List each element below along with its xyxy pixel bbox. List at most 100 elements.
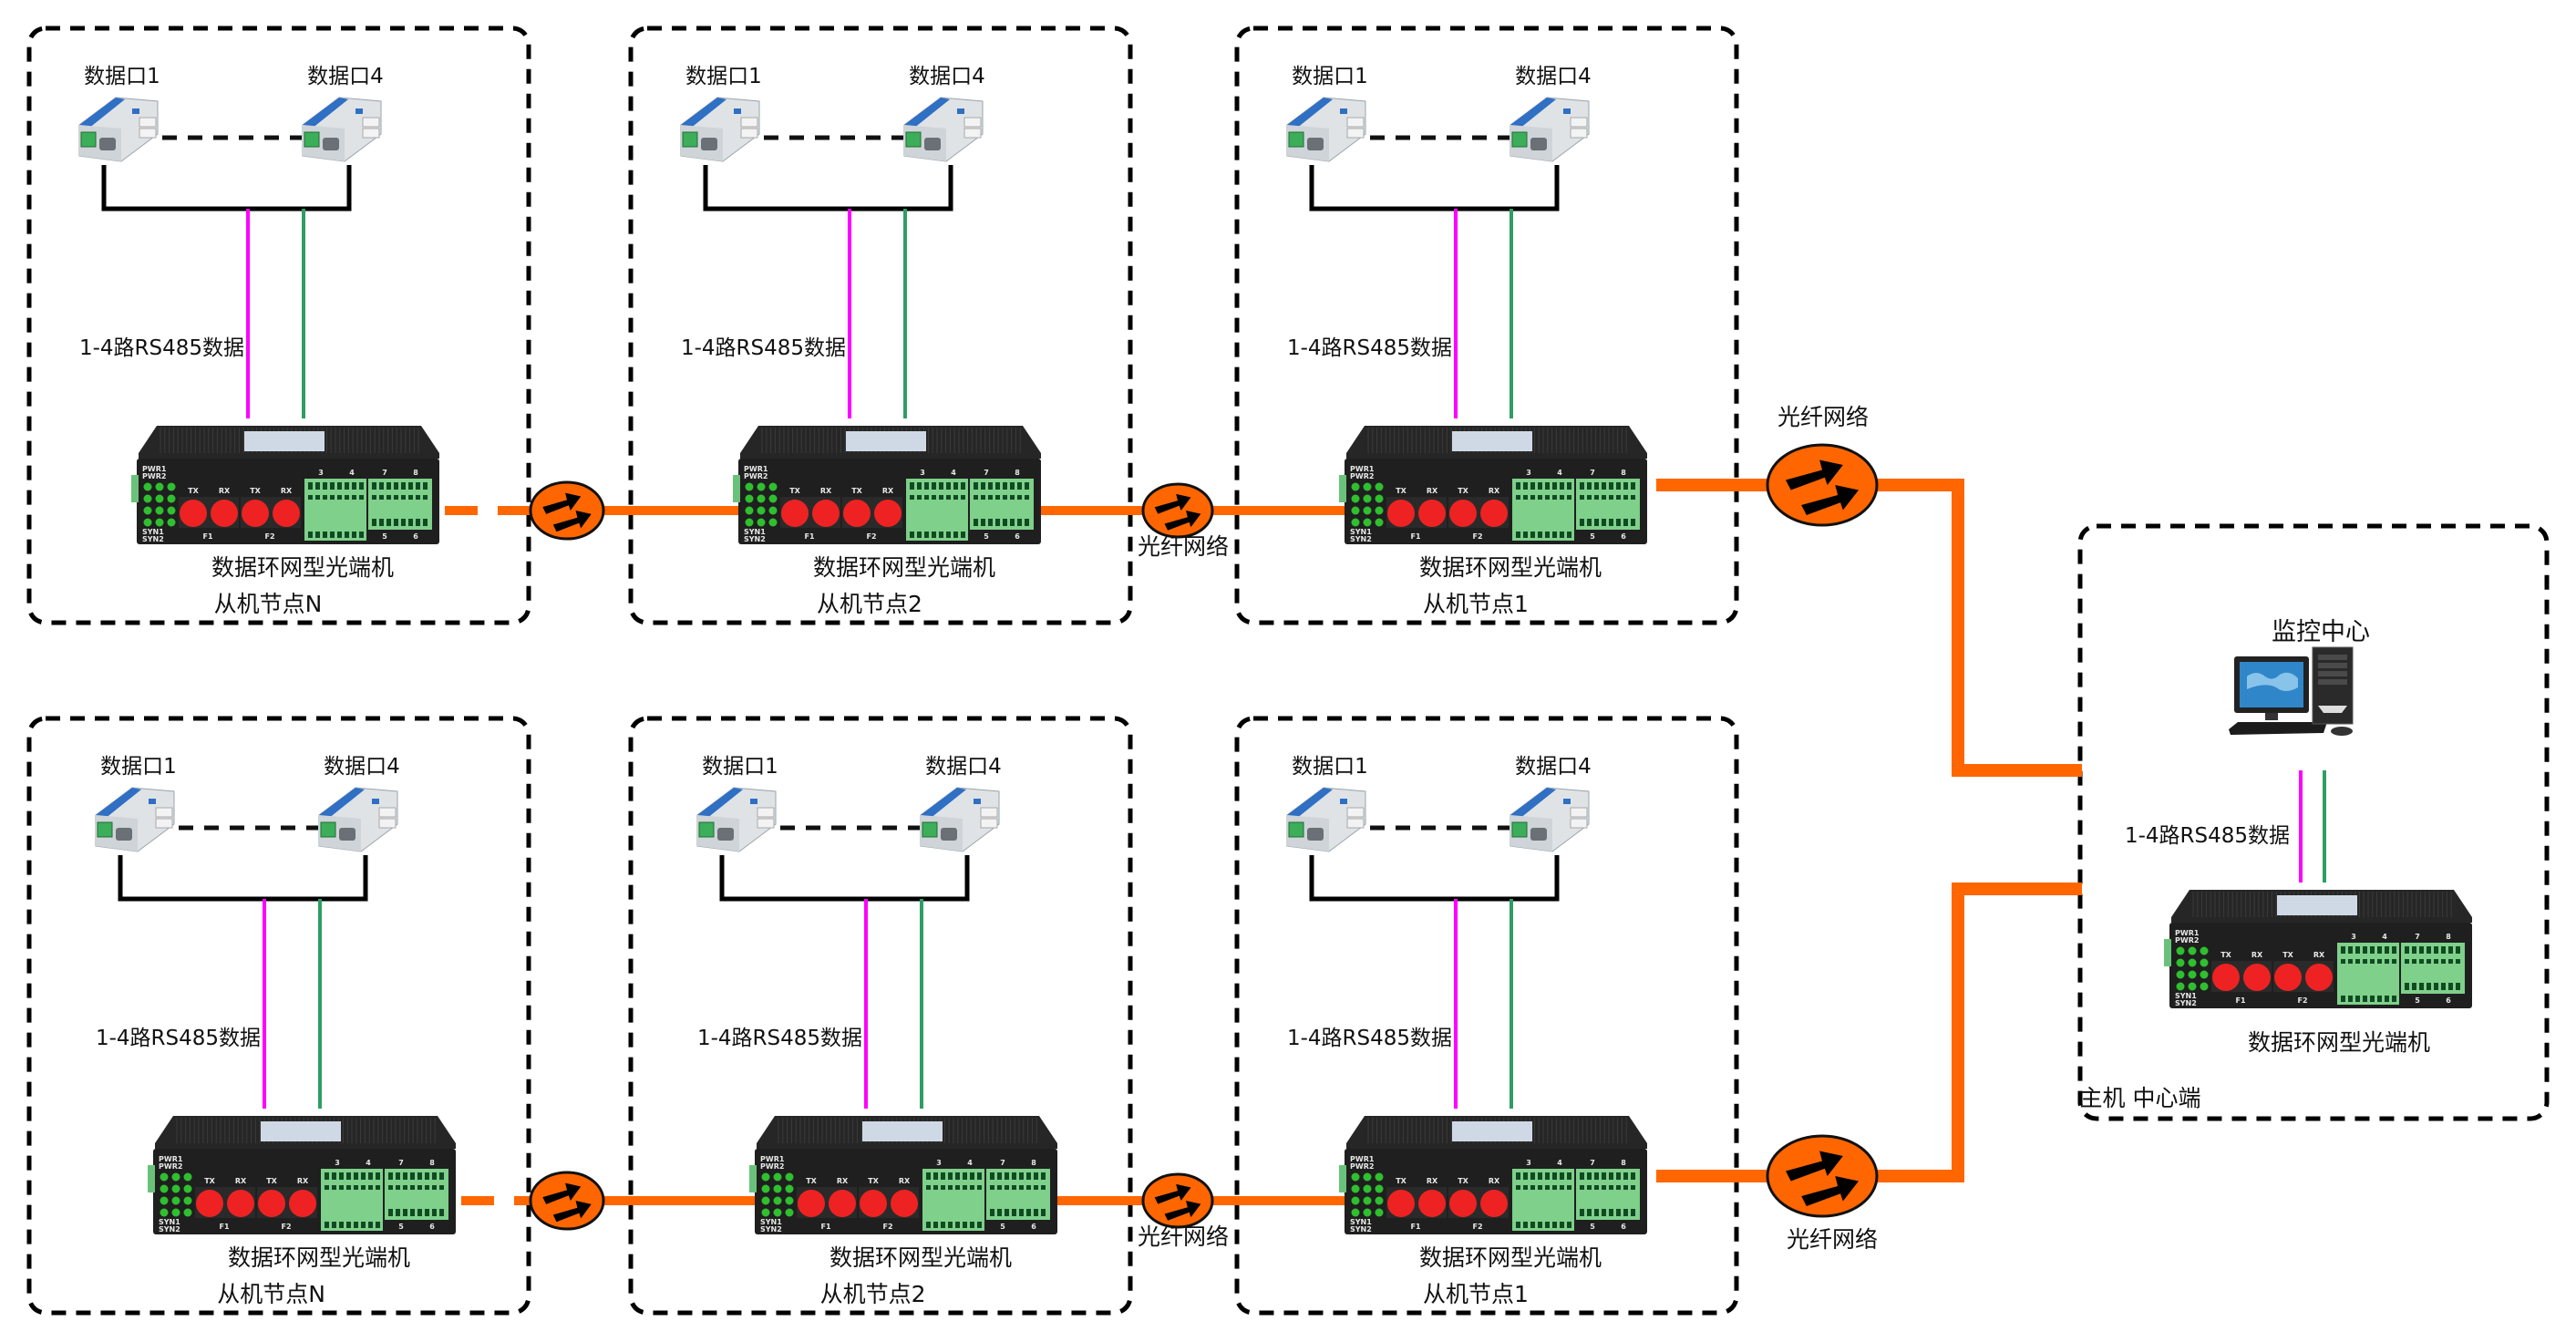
fiber-port[interactable] — [180, 500, 207, 527]
status-led — [1351, 1208, 1360, 1217]
status-led — [768, 494, 778, 503]
fiber-port[interactable] — [196, 1190, 223, 1217]
status-led — [2176, 982, 2185, 991]
fiber-port[interactable] — [1449, 1190, 1477, 1217]
status-led — [160, 1196, 169, 1205]
rs485-converter-4 — [1510, 787, 1590, 852]
syn1-label: SYN1 — [142, 528, 164, 536]
fiber-port-label: RX — [235, 1177, 247, 1185]
fiber-port[interactable] — [781, 500, 809, 527]
status-led — [2200, 982, 2209, 991]
fiber-port[interactable] — [2243, 964, 2271, 991]
device-label: 数据环网型光端机 — [2248, 1029, 2430, 1056]
fiber-port-label: RX — [281, 487, 293, 495]
fiber-port[interactable] — [1418, 500, 1446, 527]
fiber-port[interactable] — [2212, 964, 2240, 991]
status-led — [2176, 958, 2185, 967]
fiber-port[interactable] — [2274, 964, 2302, 991]
slave-node-box — [628, 716, 1133, 1316]
node-label: 从机节点1 — [1423, 1281, 1529, 1307]
syn2-label: SYN2 — [2175, 999, 2197, 1007]
fiber-port-label: TX — [789, 487, 800, 495]
fiber-port[interactable] — [211, 500, 238, 527]
terminal-block-left — [2337, 943, 2399, 1005]
fiber-port[interactable] — [874, 500, 902, 527]
status-led — [171, 1172, 180, 1182]
rs485-label: 1-4路RS485数据 — [681, 336, 846, 360]
fiber-port[interactable] — [242, 500, 269, 527]
terminal-group-label: 3 — [335, 1159, 340, 1167]
status-led — [785, 1196, 794, 1205]
status-led — [183, 1184, 192, 1193]
fiber-port-label: RX — [882, 487, 894, 495]
terminal-group-label: 6 — [1031, 1223, 1036, 1231]
terminal-group-label: 3 — [920, 469, 925, 477]
status-led — [1363, 506, 1372, 515]
fiber-port[interactable] — [273, 500, 300, 527]
arrow-icon — [542, 1182, 582, 1204]
status-led — [171, 1208, 180, 1217]
fiber-port-label: TX — [266, 1177, 277, 1185]
terminal-group-label: 6 — [413, 532, 418, 541]
status-led — [757, 482, 766, 491]
fiber-port[interactable] — [1387, 1190, 1415, 1217]
status-led — [745, 518, 754, 527]
fiber-network-cloud — [1766, 1134, 1879, 1218]
rs485-label: 1-4路RS485数据 — [79, 336, 244, 360]
fiber-port-label: TX — [851, 487, 862, 495]
keyboard — [2229, 722, 2327, 735]
fiber-network-label: 光纤网络 — [1777, 404, 1869, 430]
status-led — [1375, 506, 1384, 515]
fiber-port[interactable] — [860, 1190, 887, 1217]
fiber-port[interactable] — [2305, 964, 2333, 991]
fiber-port[interactable] — [227, 1190, 254, 1217]
fiber-network-cloud — [1141, 1172, 1214, 1229]
slave-node-box — [26, 716, 531, 1316]
fiber-port[interactable] — [812, 500, 840, 527]
fiber-port-label: TX — [1458, 487, 1468, 495]
arrow-icon — [1786, 459, 1843, 490]
rs485-label: 1-4路RS485数据 — [2125, 824, 2290, 848]
fiber-port[interactable] — [891, 1190, 918, 1217]
terminal-group-label: 5 — [1590, 1223, 1595, 1231]
terminal-group-label: 3 — [2351, 933, 2356, 941]
status-led — [167, 482, 176, 491]
fiber-port[interactable] — [1449, 500, 1477, 527]
rs485-converter-1 — [680, 97, 760, 162]
computer-icon — [2229, 646, 2354, 736]
terminal-group-label: 4 — [366, 1159, 371, 1167]
fiber-port[interactable] — [843, 500, 871, 527]
status-led — [785, 1184, 794, 1193]
fiber-port[interactable] — [1418, 1190, 1446, 1217]
fiber-port[interactable] — [1387, 500, 1415, 527]
fiber-port[interactable] — [829, 1190, 856, 1217]
terminal-group-label: 5 — [1000, 1223, 1005, 1231]
arrow-icon — [1164, 511, 1201, 531]
pwr1-label: PWR1 — [142, 465, 167, 473]
terminal-group-label: 7 — [2415, 933, 2420, 941]
pwr1-label: PWR1 — [760, 1155, 785, 1163]
terminal-group-label: 6 — [2446, 996, 2451, 1005]
fiber-port[interactable] — [258, 1190, 285, 1217]
fiber-port[interactable] — [289, 1190, 316, 1217]
fiber-port[interactable] — [798, 1190, 825, 1217]
fiber-port[interactable] — [1480, 500, 1508, 527]
status-led — [745, 482, 754, 491]
port1-label: 数据口1 — [702, 755, 778, 779]
fiber-group-label: F1 — [1410, 532, 1420, 541]
syn2-label: SYN2 — [159, 1225, 180, 1234]
terminal-group-label: 6 — [429, 1223, 435, 1231]
arrow-icon — [542, 492, 582, 514]
fiber-port[interactable] — [1480, 1190, 1508, 1217]
